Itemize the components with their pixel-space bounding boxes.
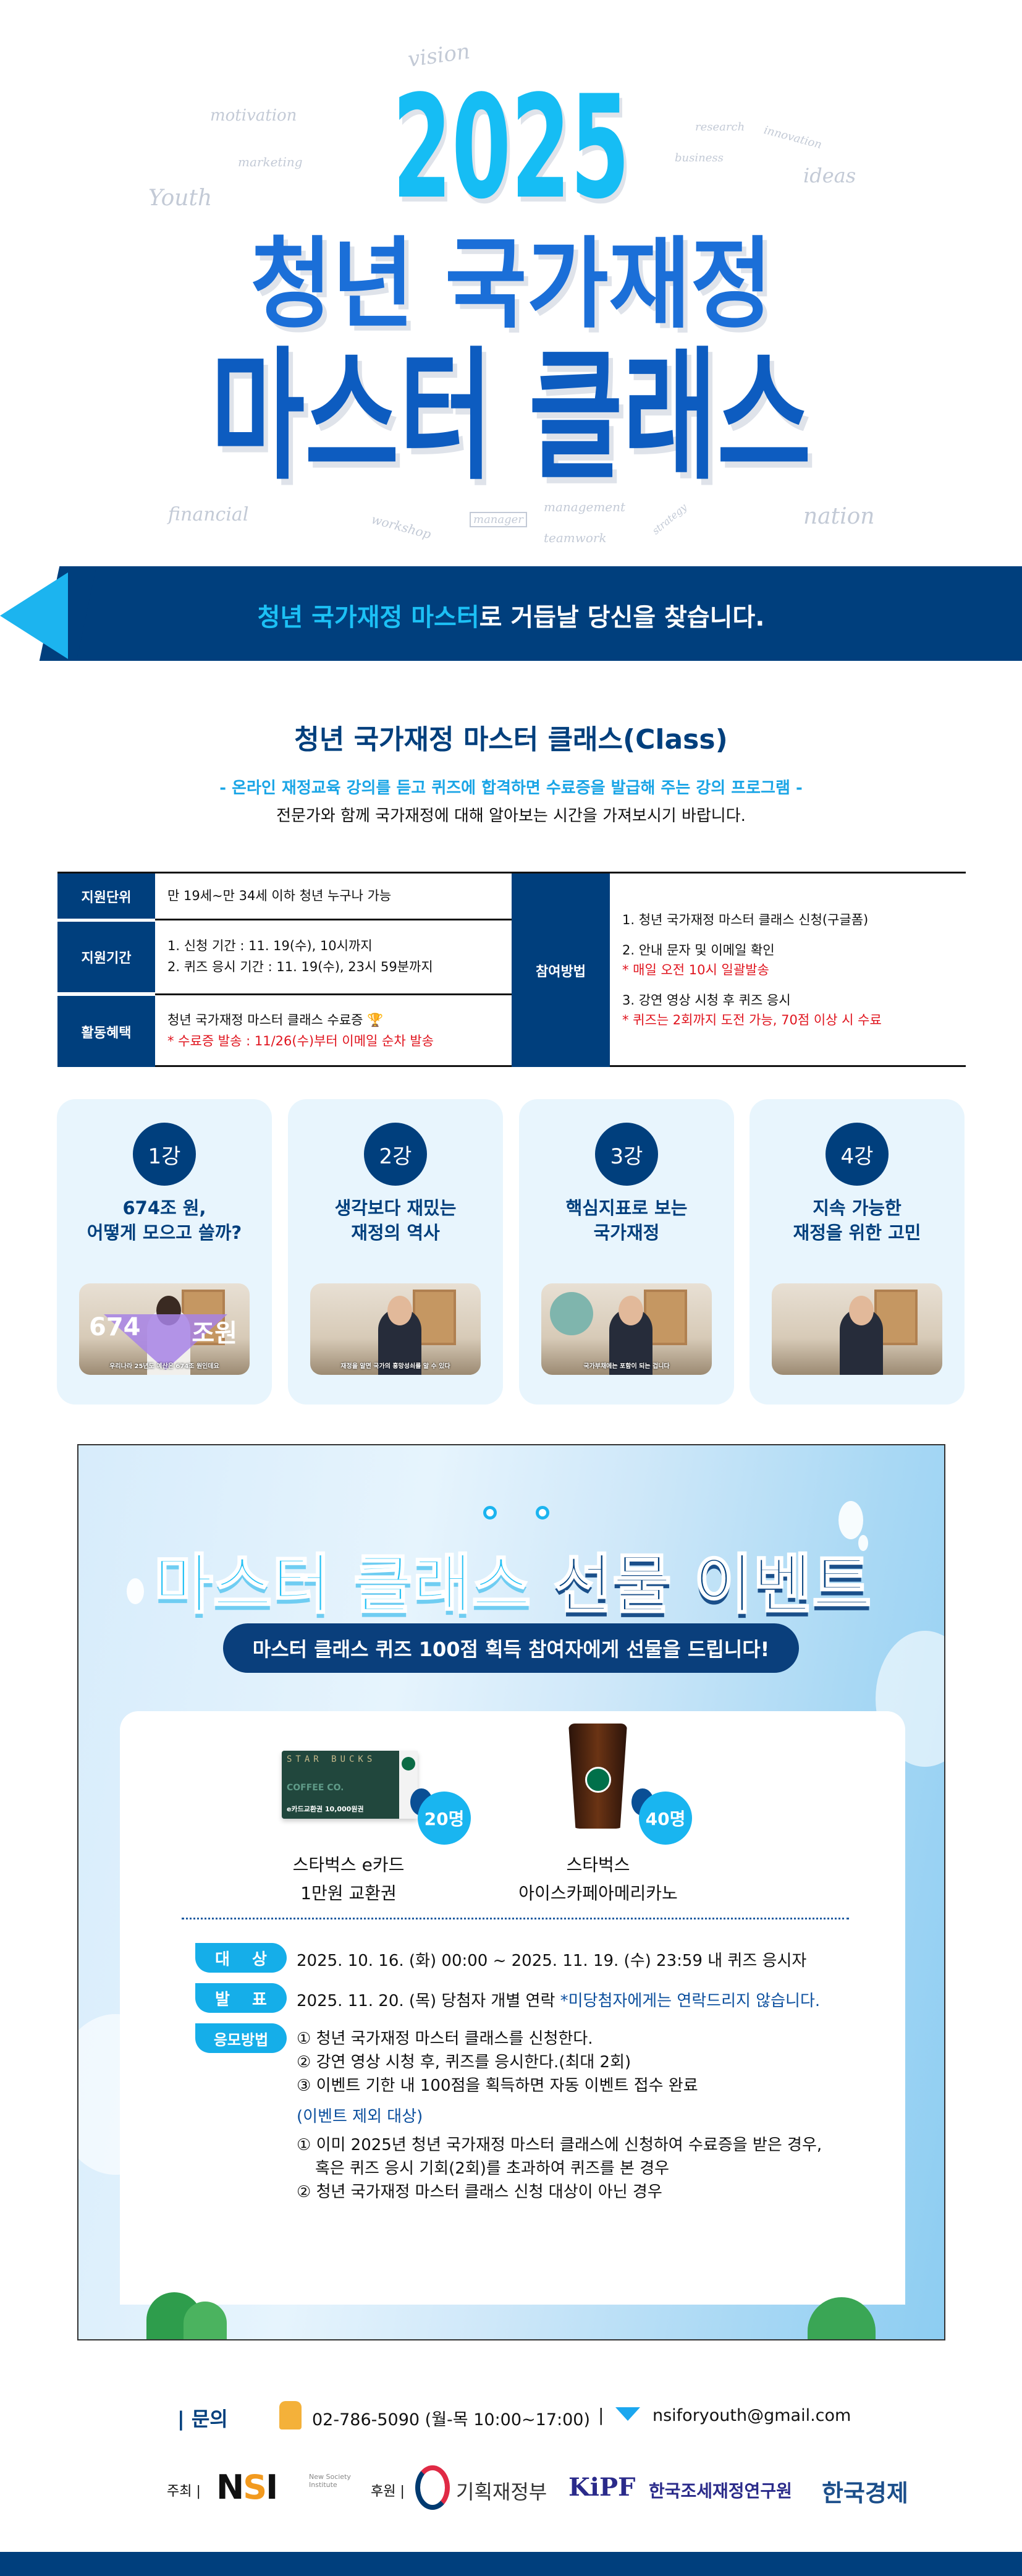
tagline-highlight: 청년 국가재정 마스터: [257, 603, 479, 632]
dotted-divider: [182, 1918, 849, 1919]
hero-title-line2: 마스터 클래스: [211, 334, 811, 499]
lecture-video-thumbnail[interactable]: 재정을 알면 국가의 흥망성쇠를 알 수 있다: [310, 1283, 481, 1375]
exclusion-title: (이벤트 제외 대상): [297, 2107, 423, 2126]
contact-row: | 문의 02-786-5090 (월-목 10:00~17:00) | nsi…: [0, 2401, 1022, 2431]
label-eligibility: 지원단위: [57, 874, 155, 919]
prize-count-badge: 20명: [418, 1792, 471, 1845]
sketch-word: nation: [803, 504, 875, 529]
lecture-number-badge: 2강: [364, 1123, 427, 1186]
trophy-icon: 🏆: [367, 1013, 384, 1028]
starbucks-logo-icon: [585, 1767, 611, 1793]
sketch-word: management: [544, 499, 626, 514]
host-label: 주최 |: [167, 2484, 201, 2499]
sketch-word: strategy: [649, 501, 690, 537]
sketch-word: Youth: [148, 185, 213, 211]
starbucks-logo-icon: [402, 1757, 415, 1770]
section-description: 전문가와 함께 국가재정에 대해 알아보는 시간을 가져보시기 바랍니다.: [276, 807, 746, 825]
moef-emblem-icon: [415, 2465, 450, 2510]
phone-icon: [279, 2401, 302, 2429]
lecture-card[interactable]: 3강 핵심지표로 보는 국가재정 국가부채에는 포함이 되는 겁니다: [519, 1099, 734, 1405]
lecture-title: 지속 가능한 재정을 위한 고민: [793, 1197, 921, 1243]
hero-year: 2025: [392, 66, 630, 231]
method-value: 1. 청년 국가재정 마스터 클래스 신청(구글폼) 2. 안내 문자 및 이메…: [622, 912, 882, 1028]
hero-title-line1: 청년 국가재정: [250, 226, 772, 342]
benefit-value: 청년 국가재정 마스터 클래스 수료증 🏆* 수료증 발송 : 11/26(수)…: [167, 1013, 434, 1048]
contact-email[interactable]: nsiforyouth@gmail.com: [652, 2406, 851, 2425]
tagline-banner: 청년 국가재정 마스터로 거듭날 당신을 찾습니다.: [0, 566, 1022, 661]
event-title: 마스터 클래스 선물 이벤트: [153, 1546, 872, 1623]
sketch-word: marketing: [238, 155, 303, 169]
lecture-number-badge: 4강: [826, 1123, 889, 1186]
lecture-title: 674조 원, 어떻게 모으고 쓸까?: [87, 1197, 242, 1243]
banner-fold-decoration: [0, 572, 68, 659]
tree-decoration: [184, 2302, 227, 2339]
event-subtitle-pill: 마스터 클래스 퀴즈 100점 획득 참여자에게 선물을 드립니다!: [223, 1623, 799, 1673]
kipf-logo-text: 한국조세재정연구원: [649, 2481, 792, 2501]
mail-icon: [615, 2407, 640, 2421]
lecture-video-thumbnail[interactable]: 674 조원 우리나라 25년도 예산은 674조 원인데요: [79, 1283, 250, 1375]
tagline-text: 로 거듭날 당신을 찾습니다.: [479, 603, 765, 632]
sketch-word: motivation: [210, 106, 297, 125]
lecture-number-badge: 3강: [595, 1123, 658, 1186]
info-table: 지원단위 만 19세~만 34세 이하 청년 누구나 가능 지원기간 1. 신청…: [57, 872, 966, 1067]
sketch-word: manager: [470, 512, 527, 527]
label-period: 지원기간: [57, 922, 155, 992]
contact-label: | 문의: [177, 2407, 228, 2431]
event-details-card: STAR BUCKS COFFEE CO. e카드교환권 10,000원권 20…: [120, 1711, 905, 2305]
lecture-card[interactable]: 1강 674조 원, 어떻게 모으고 쓸까? 674 조원 우리나라 25년도 …: [57, 1099, 272, 1405]
target-text: 2025. 10. 16. (화) 00:00 ~ 2025. 11. 19. …: [297, 1952, 807, 1970]
kipf-logo: KiPF: [568, 2473, 636, 2502]
sponsors-row: 주최 | NSI New Society Institute 후원 | 기획재정…: [0, 2465, 1022, 2511]
lecture-video-thumbnail[interactable]: [772, 1283, 942, 1375]
lecture-title: 핵심지표로 보는 국가재정: [565, 1197, 688, 1243]
prize-count-badge: 40명: [639, 1792, 692, 1845]
gift-event-section: 마스터 클래스 선물 이벤트 마스터 클래스 퀴즈 100점 획득 참여자에게 …: [77, 1444, 945, 2340]
footer-bar: [0, 2552, 1022, 2576]
lecture-video-thumbnail[interactable]: 국가부채에는 포함이 되는 겁니다: [541, 1283, 712, 1375]
apply-steps: ① 청년 국가재정 마스터 클래스를 신청한다. ② 강연 영상 시청 후, 퀴…: [297, 2030, 822, 2201]
moef-logo-text: 기획재정부: [456, 2480, 547, 2504]
nsi-logo: NSI: [216, 2468, 278, 2507]
label-apply: 응모방법: [190, 2018, 287, 2053]
label-benefit: 활동혜택: [57, 996, 155, 1067]
sketch-word: financial: [168, 504, 249, 525]
section-title: 청년 국가재정 마스터 클래스(Class): [294, 724, 728, 755]
eligibility-value: 만 19세~만 34세 이하 청년 누구나 가능: [167, 888, 392, 903]
section-subtitle: - 온라인 재정교육 강의를 듣고 퀴즈에 합격하면 수료증을 발급해 주는 강…: [219, 779, 803, 797]
sketch-word: workshop: [370, 511, 433, 542]
sketch-word: ideas: [803, 164, 856, 187]
announce-text: 2025. 11. 20. (목) 당첨자 개별 연락 *미당첨자에게는 연락드…: [297, 1992, 821, 2010]
starbucks-ecard-image: STAR BUCKS COFFEE CO. e카드교환권 10,000원권: [282, 1751, 418, 1819]
sketch-word: teamwork: [544, 530, 607, 545]
contact-phone[interactable]: 02-786-5090 (월-목 10:00~17:00): [312, 2410, 590, 2429]
label-method: 참여방법: [512, 874, 610, 1067]
iced-americano-image: [568, 1724, 627, 1829]
sketch-word: research: [695, 121, 745, 134]
lecture-title: 생각보다 재밌는 재정의 역사: [334, 1197, 457, 1243]
support-label: 후원 |: [371, 2484, 405, 2499]
lecture-number-badge: 1강: [133, 1123, 196, 1186]
hankyung-logo: 한국경제: [822, 2480, 908, 2507]
sketch-word: business: [675, 151, 724, 164]
lecture-card[interactable]: 2강 생각보다 재밌는 재정의 역사 재정을 알면 국가의 흥망성쇠를 알 수 …: [288, 1099, 503, 1405]
lecture-card[interactable]: 4강 지속 가능한 재정을 위한 고민: [750, 1099, 965, 1405]
